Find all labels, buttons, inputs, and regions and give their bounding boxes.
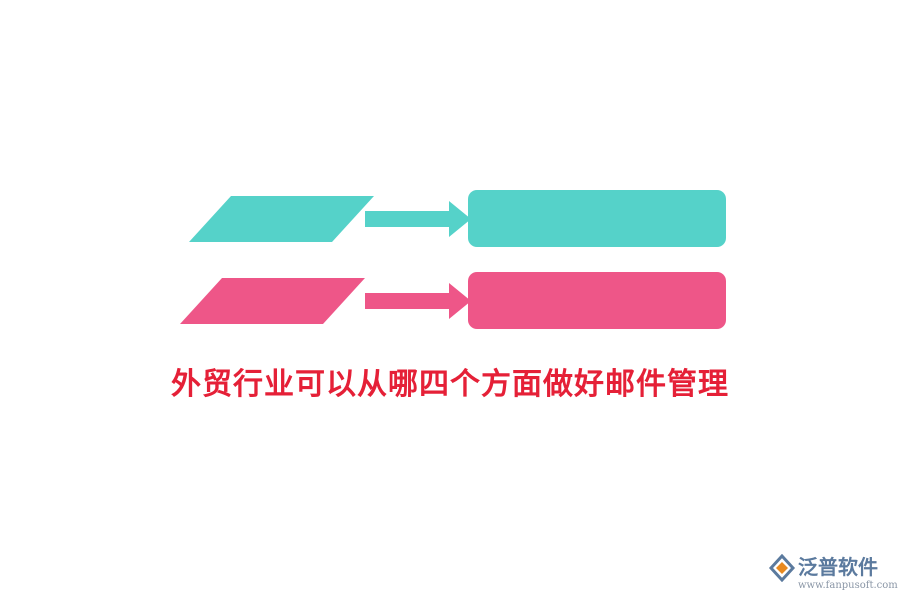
pink-parallelogram-shape (180, 278, 365, 324)
pink-parallelogram (180, 278, 365, 324)
logo-name: 泛普软件 (798, 555, 878, 579)
diagram-row-teal (0, 190, 900, 250)
pink-rounded-box (468, 272, 726, 329)
logo-url: www.fanpusoft.com (798, 580, 898, 591)
pink-arrow-icon (365, 282, 471, 320)
teal-parallelogram (189, 196, 374, 242)
page-title: 外贸行业可以从哪四个方面做好邮件管理 (171, 367, 729, 402)
teal-rounded-box (468, 190, 726, 247)
teal-arrow-icon (365, 200, 471, 238)
brand-logo[interactable]: 泛普软件 www.fanpusoft.com (768, 552, 898, 598)
diagram-row-pink (0, 272, 900, 332)
fanpu-logo-icon (768, 554, 796, 582)
pink-arrow-shape (365, 283, 471, 319)
teal-arrow-shape (365, 201, 471, 237)
teal-parallelogram-shape (189, 196, 374, 242)
